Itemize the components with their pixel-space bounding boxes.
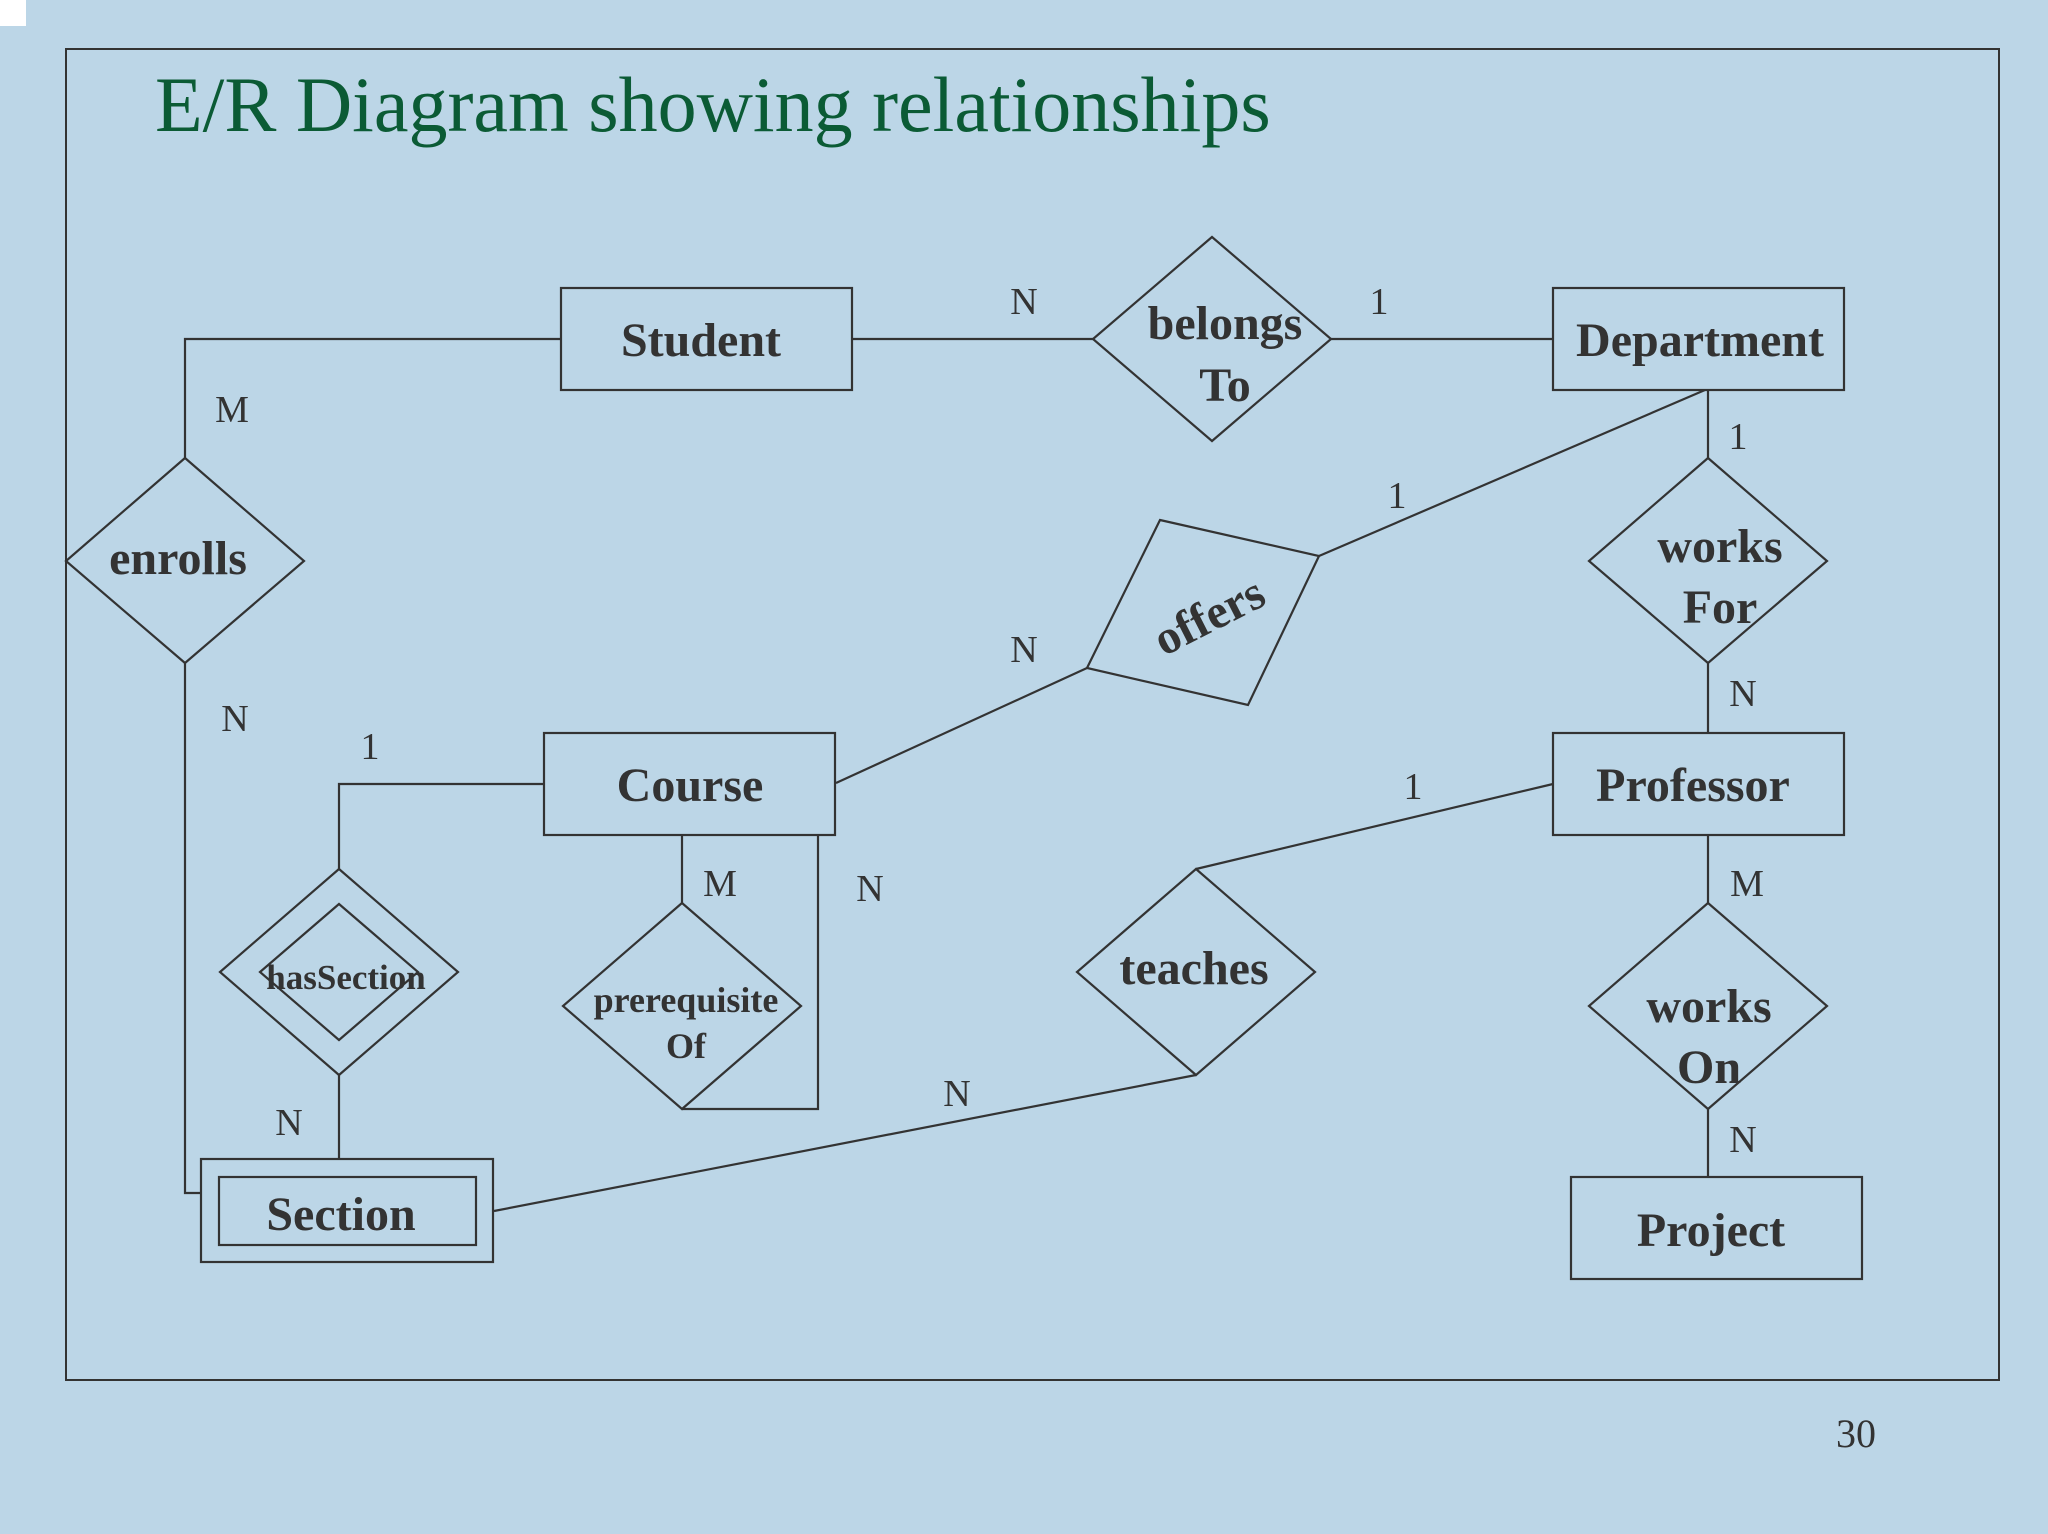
offers-label: offers [1145,566,1274,666]
line-department-offers [1318,388,1706,558]
entity-course-label: Course [617,759,764,812]
cardinality-professor-teaches: 1 [1404,766,1423,808]
entity-department: Department [1551,286,1846,392]
entity-section-label: Section [266,1188,415,1241]
cardinality-labels: N 1 M N 1 N 1 N 1 N M N 1 N M N [215,281,1764,1161]
entity-professor-label: Professor [1596,759,1790,812]
corner-marker [0,0,26,26]
line-student-enrolls [183,337,561,458]
entity-professor: Professor [1551,731,1846,837]
cardinality-course-hassection: 1 [361,726,380,768]
belongs-to-line2: To [1199,359,1251,412]
line-prereq-loop [682,835,820,1111]
cardinality-belongs-department: 1 [1370,281,1389,323]
cardinality-student-belongs: N [1010,281,1037,323]
relationship-teaches: teaches [1075,867,1317,1077]
cardinality-workson-project: N [1729,1119,1756,1161]
works-on-line2: On [1677,1041,1741,1094]
cardinality-teaches-section: N [943,1073,970,1115]
relationship-offers: offers [1085,518,1321,707]
cardinality-course-prereq-n: N [856,868,883,910]
entity-student: Student [559,286,854,392]
teaches-label: teaches [1119,942,1268,995]
line-teaches-section [493,1073,1197,1213]
cardinality-offers-course: N [1010,629,1037,671]
prerequisite-of-line1: prerequisite [594,980,779,1020]
relationship-has-section-identifying: hasSection [218,867,460,1077]
slide-title: E/R Diagram showing relationships [155,61,1271,148]
relationship-works-on: works On [1587,901,1829,1111]
enrolls-label: enrolls [109,532,247,585]
entity-student-label: Student [621,314,781,367]
entity-course: Course [542,731,837,837]
belongs-to-line1: belongs [1148,297,1303,350]
cardinality-department-offers: 1 [1388,475,1407,517]
cardinality-worksfor-professor: N [1729,673,1756,715]
line-offers-course [835,666,1088,785]
page-number: 30 [1836,1411,1876,1456]
entity-department-label: Department [1576,314,1824,367]
works-for-line2: For [1683,581,1758,634]
cardinality-enrolls-section: N [221,698,248,740]
relationship-prerequisite-of: prerequisite Of [561,901,803,1111]
relationship-belongs-to: belongs To [1091,235,1333,443]
entity-project: Project [1569,1175,1864,1281]
cardinality-student-enrolls: M [215,389,249,431]
line-course-hassection [337,782,544,869]
cardinality-professor-workson: M [1730,863,1764,905]
entity-project-label: Project [1637,1204,1785,1257]
relationship-works-for: works For [1587,456,1829,665]
prerequisite-of-line2: Of [666,1026,707,1066]
line-enrolls-section [183,663,201,1195]
diagram-frame [65,48,2000,1381]
works-for-line1: works [1657,520,1782,573]
line-professor-teaches [1195,782,1554,871]
entity-section-weak: Section [199,1157,495,1264]
cardinality-hassection-section: N [275,1102,302,1144]
connector-lines [183,337,1710,1213]
works-on-line1: works [1646,980,1771,1033]
cardinality-department-worksfor: 1 [1729,416,1748,458]
cardinality-course-prereq-m: M [703,863,737,905]
relationship-enrolls: enrolls [64,456,306,665]
has-section-label: hasSection [266,958,425,997]
